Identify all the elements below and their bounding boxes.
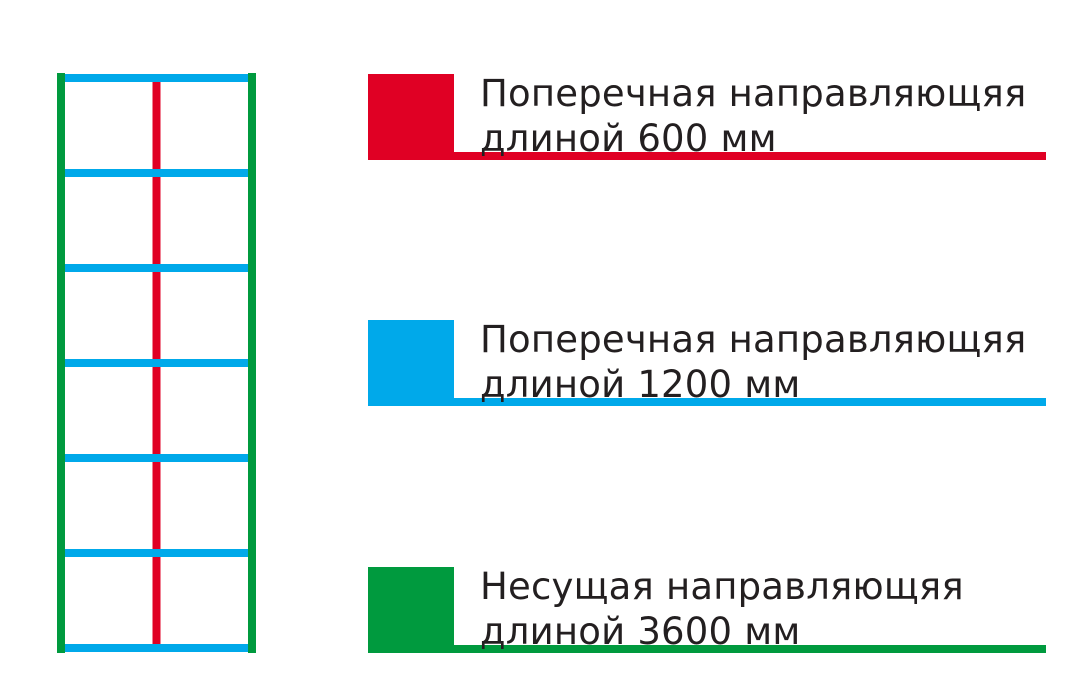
blue-rail xyxy=(57,549,256,557)
legend-label-line1: Поперечная направляющяя xyxy=(480,72,1027,115)
legend-item-600mm: Поперечная направляющяя длиной 600 мм xyxy=(368,71,1046,161)
legend-swatch-blue xyxy=(368,320,454,406)
rail-frame-diagram xyxy=(57,73,256,653)
legend-item-3600mm: Несущая направляющяя длиной 3600 мм xyxy=(368,564,1046,654)
blue-rail xyxy=(57,264,256,272)
legend-label-1200mm: Поперечная направляющяя длиной 1200 мм xyxy=(480,317,1040,407)
green-rail-left xyxy=(57,73,65,653)
legend-label-line2: длиной 3600 мм xyxy=(480,610,801,653)
blue-rail xyxy=(57,359,256,367)
legend-label-line1: Поперечная направляющяя xyxy=(480,318,1027,361)
blue-rail xyxy=(57,644,256,652)
legend-underline-green xyxy=(368,645,1046,653)
blue-rail xyxy=(57,454,256,462)
legend-swatch-red xyxy=(368,74,454,160)
legend-item-1200mm: Поперечная направляющяя длиной 1200 мм xyxy=(368,317,1046,407)
legend-label-3600mm: Несущая направляющяя длиной 3600 мм xyxy=(480,564,1040,654)
blue-rail xyxy=(57,169,256,177)
green-rail-right xyxy=(248,73,256,653)
legend-swatch-green xyxy=(368,567,454,653)
legend-underline-blue xyxy=(368,398,1046,406)
blue-rail xyxy=(57,74,256,82)
legend-label-line2: длиной 1200 мм xyxy=(480,363,801,406)
legend-label-line1: Несущая направляющяя xyxy=(480,565,964,608)
legend-underline-red xyxy=(368,152,1046,160)
legend-label-600mm: Поперечная направляющяя длиной 600 мм xyxy=(480,71,1040,161)
legend-label-line2: длиной 600 мм xyxy=(480,117,777,160)
